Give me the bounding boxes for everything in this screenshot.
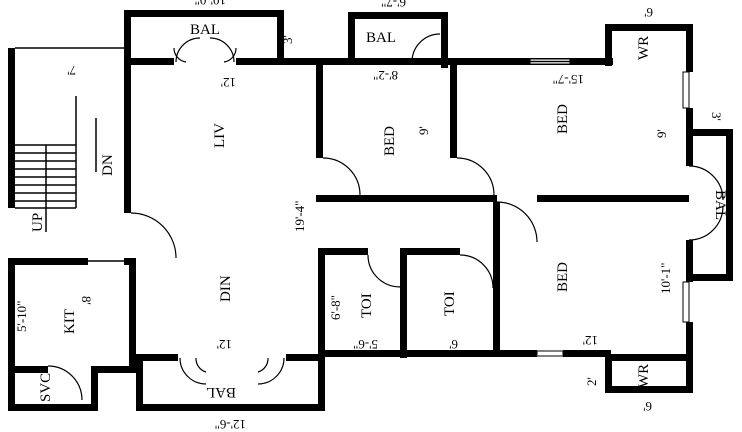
- room-bed2: BED: [555, 104, 571, 134]
- dim-din-12: 12': [217, 337, 232, 352]
- walls: [8, 10, 733, 411]
- room-labels: BAL BAL WR LIV BED BED BAL DIN KIT SVC T…: [38, 22, 728, 402]
- dim-bed1-h: 9': [416, 126, 431, 135]
- stair-dn-label: DN: [100, 154, 116, 176]
- dim-kit-w: 8': [79, 296, 94, 305]
- room-svc: SVC: [38, 373, 54, 402]
- dim-bal-top-w: 10'-0": [195, 0, 226, 8]
- room-bed1: BED: [382, 126, 398, 156]
- room-bal-bottom: BAL: [206, 384, 236, 400]
- room-liv: LIV: [212, 123, 228, 148]
- room-bal-small: BAL: [366, 30, 396, 46]
- dim-bal-small-w: 6'-7": [381, 0, 406, 10]
- dim-liv-h: 19'-4": [292, 201, 307, 232]
- dim-toi1-h: 6'-8": [328, 295, 343, 320]
- dim-stair-7: 7': [67, 63, 76, 78]
- room-bal-right: BAL: [712, 190, 728, 220]
- dim-bed2-h: 9': [654, 129, 669, 138]
- room-wr-top: WR: [636, 36, 652, 60]
- stair-labels: UP DN: [30, 154, 116, 232]
- dim-gap-3a: 3': [280, 35, 295, 44]
- dim-right-3: 3': [709, 112, 724, 121]
- room-bal-top: BAL: [190, 22, 220, 38]
- staircase: [15, 47, 124, 232]
- room-toi2: TOI: [442, 291, 458, 316]
- doors: [47, 33, 724, 401]
- dim-wr-top: 6': [644, 5, 653, 20]
- dim-kit-h: 5'-10": [14, 301, 29, 332]
- dim-bed3-h: 10'-1": [658, 263, 673, 294]
- dim-wr-bottom: 6': [643, 399, 652, 414]
- room-kit: KIT: [62, 309, 78, 334]
- room-bed3: BED: [555, 262, 571, 292]
- dim-bed3-w: 12': [583, 333, 598, 348]
- dim-bal-bottom-w: 12'-6": [215, 417, 246, 432]
- dimensions: 10'-0" 6'-7" 6' 3' 7' 12' 8'-2" 9' 15'-7…: [14, 0, 724, 432]
- dim-liv-12: 12': [221, 75, 236, 90]
- dim-bed1-w: 8'-2": [373, 68, 398, 83]
- windows: [529, 58, 690, 357]
- room-din: DIN: [218, 275, 234, 302]
- dim-wr-2: 2': [584, 377, 599, 386]
- stair-up-label: UP: [30, 213, 46, 232]
- room-toi1: TOI: [359, 293, 375, 318]
- room-wr-bottom: WR: [636, 364, 652, 388]
- dim-bed2-w: 15'-7": [553, 72, 584, 87]
- dim-toi1-w: 5'-6": [353, 337, 378, 352]
- dim-toi2-w: 6': [449, 337, 458, 352]
